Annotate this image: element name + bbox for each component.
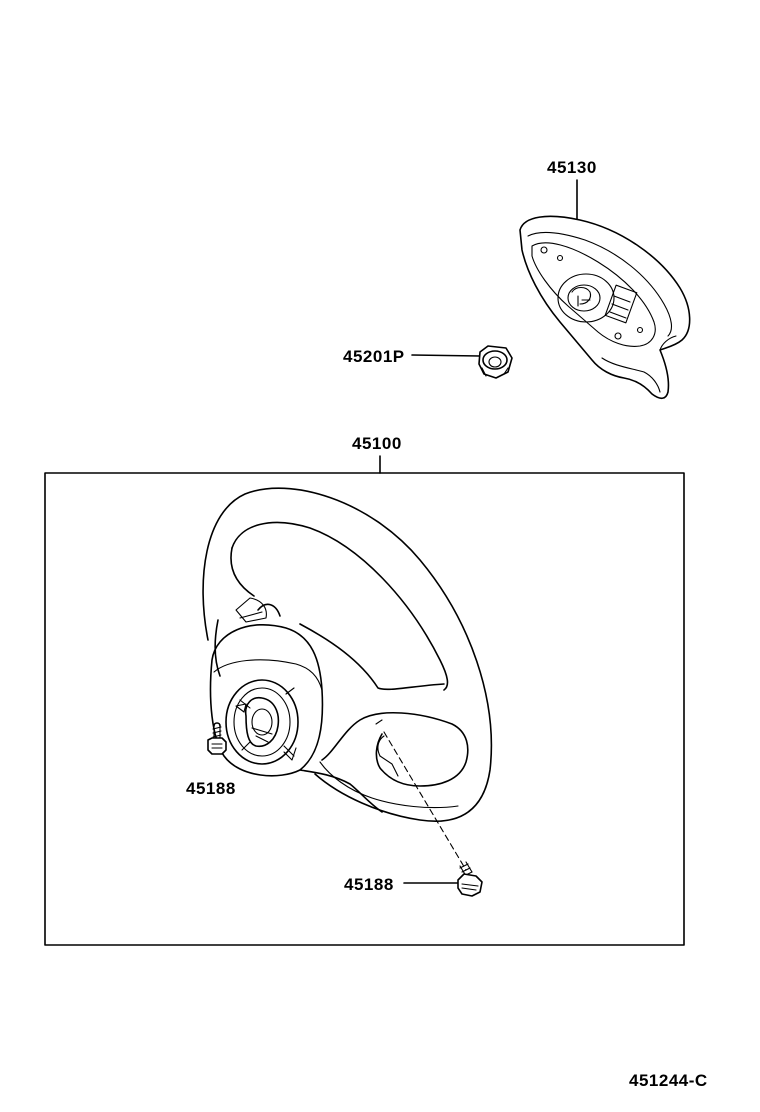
figure-code: 451244-C: [629, 1071, 708, 1090]
label-45188-right: 45188: [344, 875, 394, 894]
airbag-pad-part: [519, 179, 691, 400]
nut-part: [411, 345, 513, 379]
steering-wheel-part: [202, 487, 493, 871]
screw-right-part: [403, 861, 483, 897]
label-45130: 45130: [547, 158, 597, 177]
label-45201P: 45201P: [343, 347, 405, 366]
assembly-box: [44, 472, 685, 946]
screw-left-part: [207, 722, 227, 755]
label-45100: 45100: [352, 434, 402, 453]
label-45188-left: 45188: [186, 779, 236, 798]
